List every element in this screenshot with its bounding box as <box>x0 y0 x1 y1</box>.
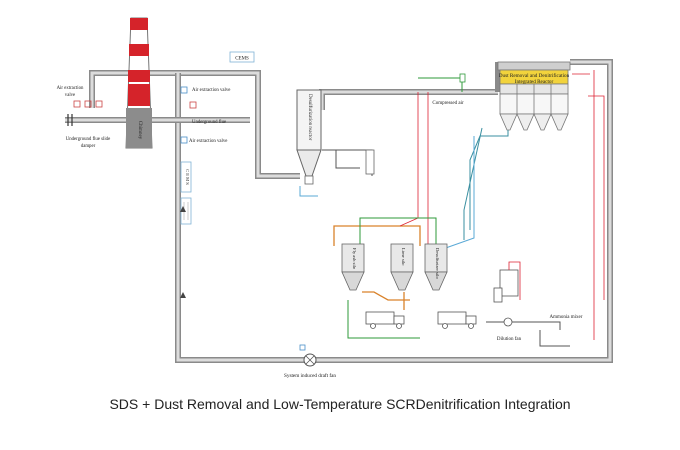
air-extraction-valve-icon <box>180 86 188 94</box>
desulfurization-reactor-label: Desulfurization reactor <box>307 94 312 141</box>
ammonia-mixer-label: Ammonia mixer <box>550 315 583 320</box>
flow-arrow-icon <box>180 206 186 212</box>
underground-damper-label-2: damper <box>81 144 96 149</box>
air-valve-right-label: Air extraction valve <box>192 88 230 93</box>
reactor-label-1: Dust Removal and Denitrification <box>499 72 570 79</box>
system-fan-label: System induced draft fan <box>284 372 336 379</box>
chimney-label: Chimney <box>137 121 142 140</box>
flow-arrow-icon <box>180 292 186 298</box>
dilution-fan: Dilution fan <box>497 317 522 342</box>
underground-damper-label-1: Underground flue slide <box>66 137 110 142</box>
reactor-label-2: Integrated Reactor <box>515 79 554 85</box>
cyclone-icon <box>365 149 375 175</box>
figure-caption: SDS + Dust Removal and Low-Temperature S… <box>109 396 571 412</box>
fly-ash-silo-label: Fly ash silo <box>352 248 357 270</box>
air-valve-left-label-1: Air extraction <box>57 86 84 91</box>
flue-ducts <box>65 59 613 363</box>
air-extraction-valve-icon <box>189 101 197 109</box>
cems-side-box <box>180 161 192 193</box>
dilution-fan-label: Dilution fan <box>497 337 522 342</box>
truck-icon <box>365 311 405 329</box>
valves <box>67 86 197 144</box>
air-filter-icon <box>459 73 466 83</box>
induced-draft-fan-icon <box>299 344 317 367</box>
reactor-inlet-duct <box>319 89 498 110</box>
compressed-air-label: Compressed air <box>432 101 464 106</box>
cems-top-box <box>229 51 255 63</box>
air-extraction-valve-icon <box>180 136 188 144</box>
lime-silo-label: Lime silo <box>401 248 406 266</box>
lime-silo: Lime silo <box>390 243 414 291</box>
desulfurizer-silo-label: Desulfurizer silo <box>435 248 440 279</box>
air-valve-left-label-2: valve <box>65 93 75 98</box>
desulfurization-reactor: Desulfurization reactor <box>296 89 322 185</box>
underground-flue-label: Underground flue <box>192 120 226 125</box>
desulfurizer-silo: Desulfurizer silo <box>424 243 448 291</box>
ammonia-tank <box>493 261 521 303</box>
integrated-reactor: Dust Removal and Denitrification Integra… <box>497 61 571 131</box>
cems-side-label: C E M S <box>185 169 190 185</box>
air-valve-lower-label: Air extraction valve <box>189 139 227 144</box>
cems-top-label: CEMS <box>235 57 249 62</box>
process-flow-diagram: Chimney Air extraction valve Underground… <box>57 17 613 379</box>
air-extraction-valve-icon <box>73 100 103 108</box>
chimney: Chimney <box>125 17 153 149</box>
truck-icon <box>437 311 477 329</box>
fly-ash-silo: Fly ash silo <box>341 243 365 291</box>
